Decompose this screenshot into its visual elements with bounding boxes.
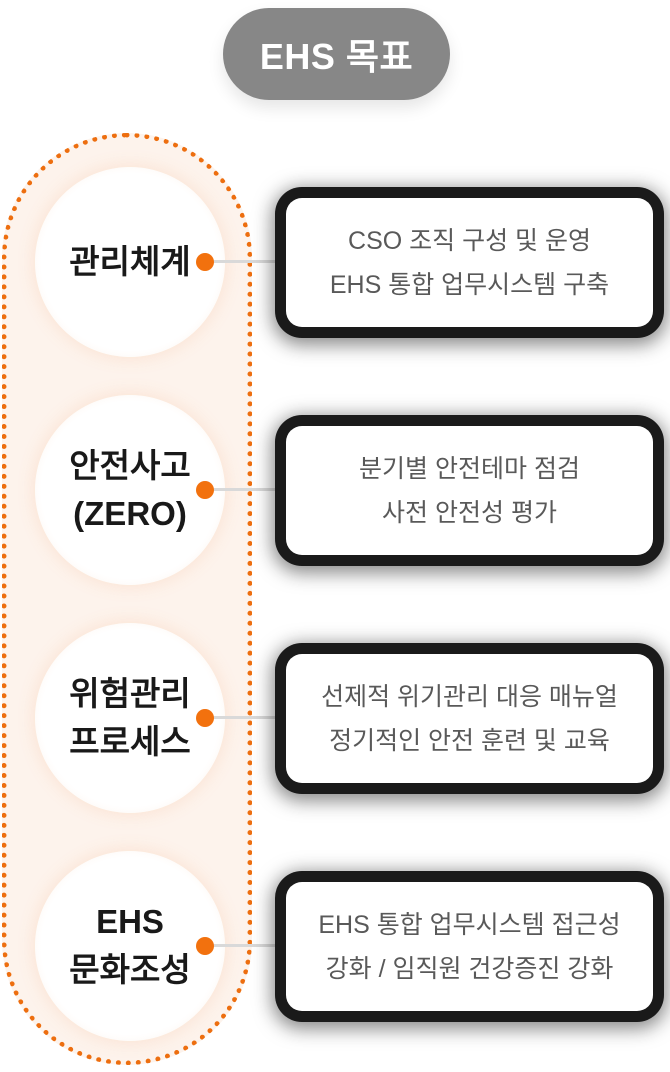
description-text: 선제적 위기관리 대응 매뉴얼 정기적인 안전 훈련 및 교육 [321,682,618,755]
connector-dot [196,481,214,499]
connector-dot [196,937,214,955]
connector-line [205,716,287,719]
description-text: CSO 조직 구성 및 운영 EHS 통합 업무시스템 구축 [329,226,610,299]
goal-title: 관리체계 [69,243,191,280]
goal-circle-risk-management-process: 위험관리 프로세스 [35,623,225,813]
goal-circle-management-system: 관리체계 [35,167,225,357]
connector-line [205,260,287,263]
description-card: EHS 통합 업무시스템 접근성 강화 / 임직원 건강증진 강화 [286,882,653,1011]
header-pill: EHS 목표 [223,8,450,100]
description-card: CSO 조직 구성 및 운영 EHS 통합 업무시스템 구축 [286,198,653,327]
page-title: EHS 목표 [259,36,414,77]
goal-circle-ehs-culture: EHS 문화조성 [35,851,225,1041]
goal-title: 안전사고 (ZERO) [69,447,191,532]
connector-line [205,488,287,491]
goal-circle-safety-accident-zero: 안전사고 (ZERO) [35,395,225,585]
goal-title: 위험관리 프로세스 [69,675,191,760]
connector-line [205,944,287,947]
description-card: 선제적 위기관리 대응 매뉴얼 정기적인 안전 훈련 및 교육 [286,654,653,783]
description-text: EHS 통합 업무시스템 접근성 강화 / 임직원 건강증진 강화 [318,910,621,983]
connector-dot [196,709,214,727]
connector-dot [196,253,214,271]
goal-title: EHS 문화조성 [69,903,191,988]
description-card: 분기별 안전테마 점검 사전 안전성 평가 [286,426,653,555]
description-text: 분기별 안전테마 점검 사전 안전성 평가 [359,454,580,527]
